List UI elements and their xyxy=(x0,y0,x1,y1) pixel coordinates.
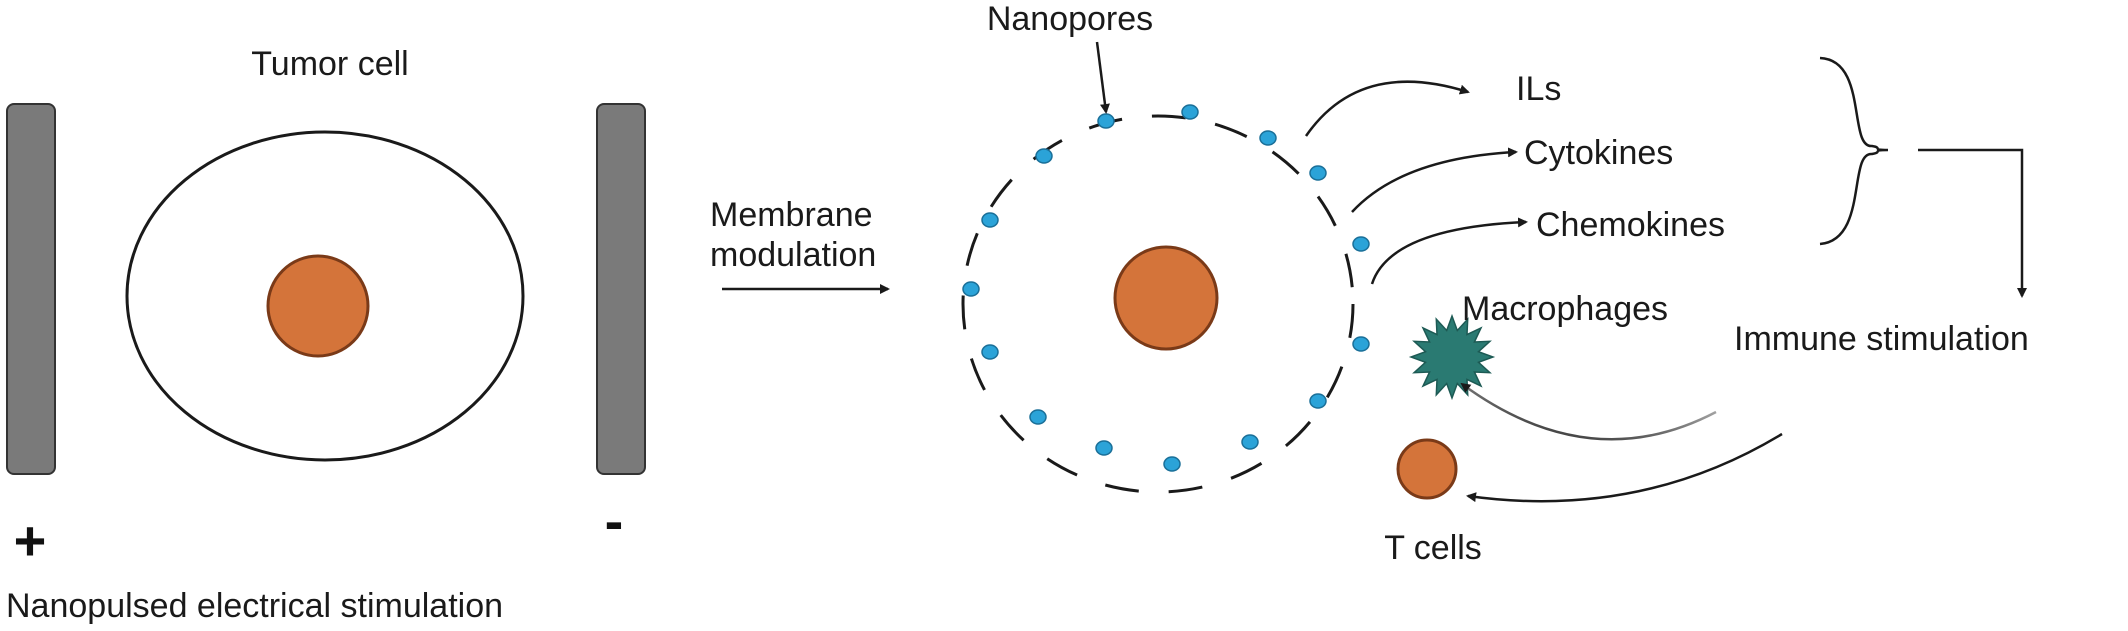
t-cell xyxy=(1396,438,1458,500)
membrane-label-line1: Membrane xyxy=(710,196,873,234)
nanopore-group xyxy=(962,104,1370,472)
nanopore xyxy=(1035,148,1053,164)
nanopores-label: Nanopores xyxy=(987,0,1153,38)
nanopore xyxy=(1095,440,1113,456)
nanopore xyxy=(1309,165,1327,181)
nanopore xyxy=(1181,104,1199,120)
t-cells-label: T cells xyxy=(1384,529,1482,567)
ils-arrow xyxy=(1304,80,1470,137)
nanopore xyxy=(1097,113,1115,129)
nanopulsed-stimulation-label: Nanopulsed electrical stimulation xyxy=(6,587,503,625)
negative-electrode xyxy=(596,103,646,475)
cytokines-arrow xyxy=(1351,147,1518,213)
macrophages-label: Macrophages xyxy=(1462,290,1668,328)
tumor-cell-label: Tumor cell xyxy=(251,45,408,83)
nanopore xyxy=(1352,236,1370,252)
nanopore xyxy=(1352,336,1370,352)
tumor-cell-membrane xyxy=(125,130,525,462)
nanopore xyxy=(1029,409,1047,425)
t-cell-recruitment-arrow xyxy=(1466,432,1783,503)
immune-stimulation-arrow xyxy=(1918,148,2027,298)
chemokines-label: Chemokines xyxy=(1536,206,1725,244)
permeabilized-membrane xyxy=(961,114,1355,494)
nanopores-pointer-arrow xyxy=(1095,41,1110,114)
membrane-label-line2: modulation xyxy=(710,236,876,274)
plus-sign: + xyxy=(14,509,47,572)
nanopore xyxy=(1241,434,1259,450)
ils-label: ILs xyxy=(1516,70,1561,108)
nanopore xyxy=(1259,130,1277,146)
positive-electrode xyxy=(6,103,56,475)
chemokines-arrow xyxy=(1370,217,1528,285)
grouping-brace xyxy=(1819,56,1889,246)
cytokines-label: Cytokines xyxy=(1524,134,1673,172)
macrophage-cell xyxy=(1408,313,1496,401)
tumor-cell-nucleus xyxy=(266,254,370,358)
immune-stimulation-label: Immune stimulation xyxy=(1734,320,2029,358)
nanopore xyxy=(1163,456,1181,472)
nanopore xyxy=(1309,393,1327,409)
minus-sign: - xyxy=(605,489,624,552)
nanopore xyxy=(981,212,999,228)
macrophage-recruitment-arrow xyxy=(1460,382,1717,441)
cell-nucleus xyxy=(1113,245,1219,351)
nanopore xyxy=(981,344,999,360)
nanopore xyxy=(962,281,980,297)
